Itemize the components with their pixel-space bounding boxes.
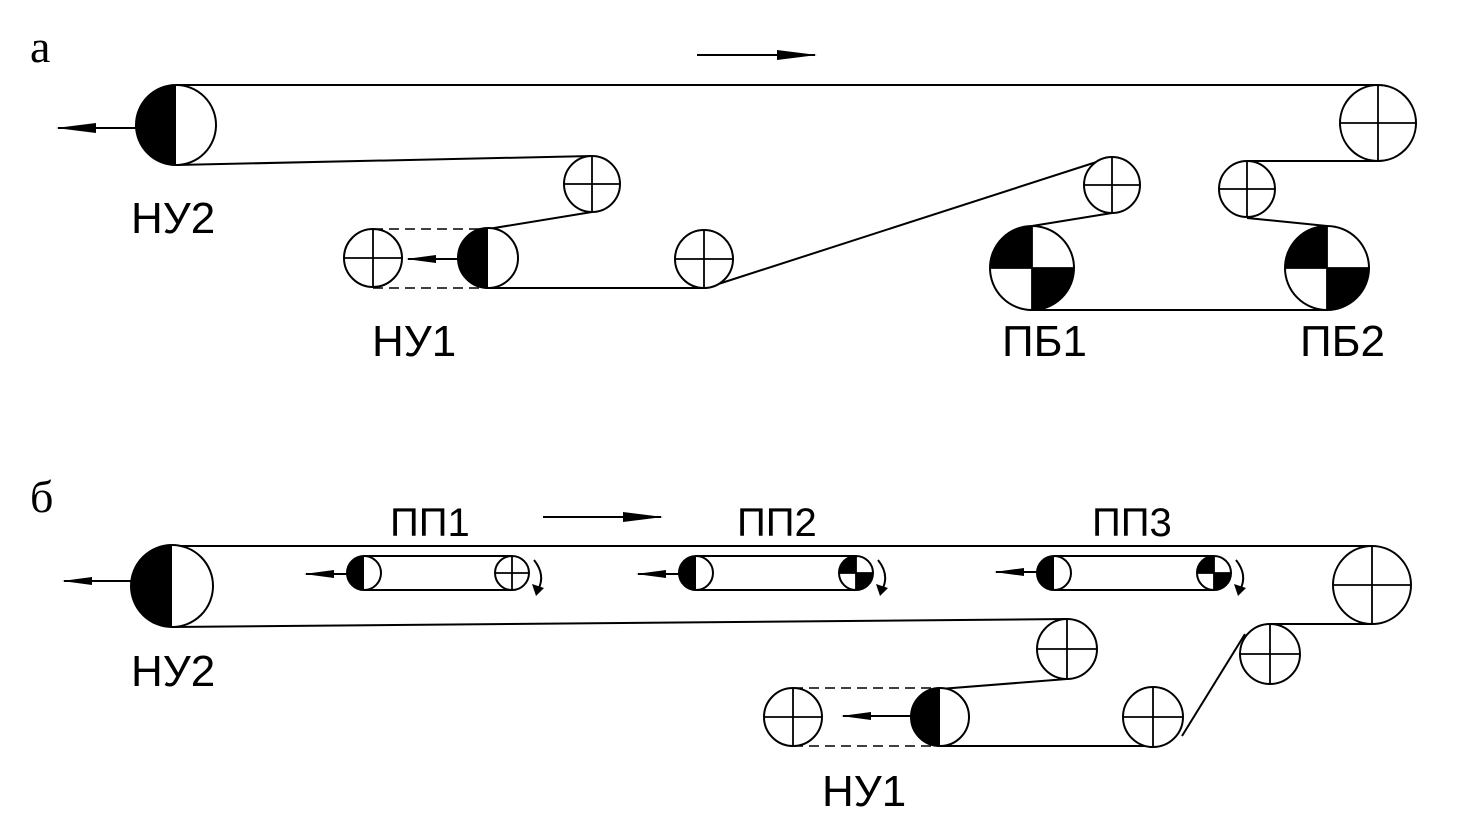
idler-pulley-icon	[1332, 545, 1412, 625]
panel-b-letter: б	[30, 471, 53, 522]
label-nu1-b: НУ1	[822, 767, 906, 816]
label-nu2-b: НУ2	[131, 647, 215, 696]
label-nu1-a: НУ1	[372, 317, 456, 366]
label-pp3: ПП3	[1092, 501, 1172, 545]
idler-pulley-icon	[1122, 686, 1184, 748]
pressure-belt-pp2	[636, 555, 888, 596]
pressure-belt-pp1	[304, 555, 544, 596]
idler-pulley-icon	[1036, 618, 1098, 680]
tension-unit-nu1-a	[343, 227, 519, 289]
idler-pulley-icon	[1083, 156, 1141, 214]
drive-pulley-nu2-b	[62, 544, 214, 628]
pressure-drum-pb1	[989, 225, 1075, 311]
label-pp2: ПП2	[737, 501, 817, 545]
idler-pulley-icon	[1218, 160, 1276, 218]
label-pb1: ПБ1	[1002, 317, 1087, 366]
label-pp1: ПП1	[390, 501, 470, 545]
belt-path-a	[175, 84, 1378, 311]
idler-pulley-icon	[1339, 84, 1417, 162]
tension-unit-nu1-b	[763, 687, 970, 747]
label-pb2: ПБ2	[1300, 317, 1385, 366]
drive-pulley-nu2-a	[56, 84, 217, 166]
pressure-belt-pp3	[994, 555, 1246, 596]
belt-path-b	[171, 545, 1372, 747]
idler-pulley-icon	[1239, 623, 1301, 685]
panel-a: а НУ2	[30, 21, 1417, 366]
pressure-drum-pb2	[1284, 225, 1370, 311]
idler-pulley-icon	[563, 155, 621, 213]
panel-b: б НУ2	[30, 471, 1412, 816]
panel-a-letter: а	[30, 21, 50, 72]
label-nu2-a: НУ2	[131, 194, 215, 243]
idler-pulley-icon	[674, 229, 734, 289]
